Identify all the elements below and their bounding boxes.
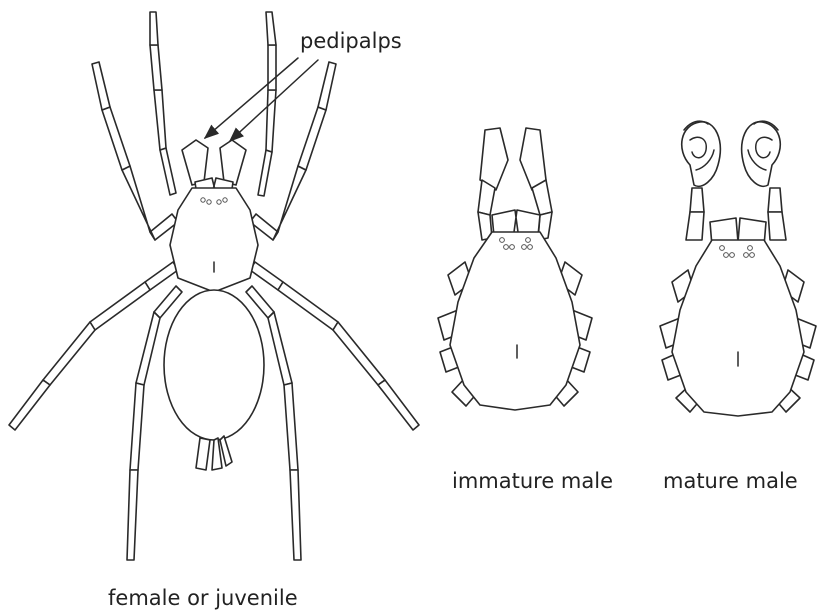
immature-male-figure: [438, 128, 592, 410]
mature-cephalothorax: [672, 240, 804, 416]
label-mature-male: mature male: [663, 469, 798, 493]
female-pedipalps: [182, 140, 246, 185]
female-spinnerets: [196, 436, 232, 470]
female-cephalothorax: [170, 188, 258, 292]
mature-male-figure: [660, 121, 816, 416]
immature-cephalothorax: [450, 232, 580, 410]
female-spider-figure: [9, 12, 419, 560]
label-immature-male: immature male: [452, 469, 613, 493]
female-abdomen: [164, 290, 264, 440]
leg-front-left: [150, 12, 176, 195]
pedipalps-arrow-left: [205, 58, 298, 138]
leg-front-right: [258, 12, 276, 196]
mature-palp-bulbs: [682, 121, 781, 186]
label-pedipalps: pedipalps: [300, 29, 402, 53]
label-female-or-juvenile: female or juvenile: [108, 586, 298, 610]
